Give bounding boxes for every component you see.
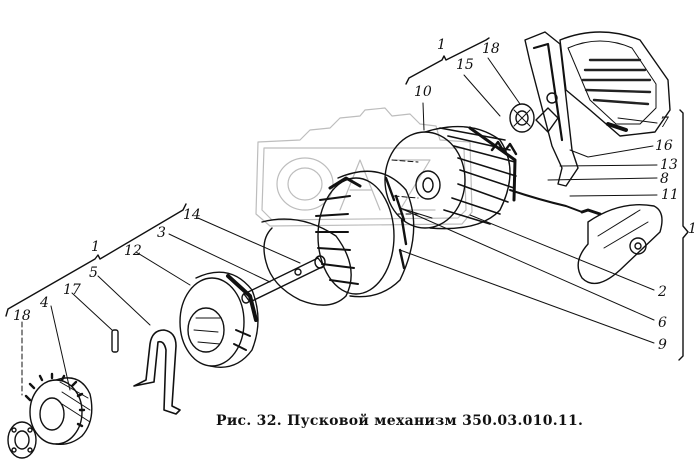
label-18-top: 18 xyxy=(482,41,500,57)
housing-cover-part xyxy=(559,31,671,137)
gear-part xyxy=(24,372,93,446)
label-17: 17 xyxy=(63,282,81,298)
label-5: 5 xyxy=(89,265,98,281)
rope-drum-part xyxy=(384,125,517,230)
label-3: 3 xyxy=(157,225,166,241)
gear-logo-watermark xyxy=(255,107,473,227)
label-18-left: 18 xyxy=(13,308,31,324)
label-group-top: 1 xyxy=(437,37,446,53)
label-9: 9 xyxy=(658,337,667,353)
label-16: 16 xyxy=(655,138,673,154)
bearing-top-part xyxy=(509,103,535,133)
label-6: 6 xyxy=(658,315,667,331)
leader-lines xyxy=(21,57,658,396)
label-12: 12 xyxy=(124,243,142,259)
handle-arm-part xyxy=(524,31,579,187)
clutch-hub-part xyxy=(179,271,259,368)
label-group-right: 1 xyxy=(688,221,697,237)
spring-clip-part xyxy=(133,329,181,415)
label-4: 4 xyxy=(40,295,49,311)
group-bracket-left xyxy=(5,203,187,317)
label-13: 13 xyxy=(660,157,678,173)
label-11: 11 xyxy=(661,187,679,203)
label-10: 10 xyxy=(414,84,432,100)
cord-and-handle-part xyxy=(509,189,663,285)
bearing-left-part xyxy=(7,421,37,459)
label-group-left: 1 xyxy=(91,239,100,255)
label-14: 14 xyxy=(183,207,201,223)
return-spring-part xyxy=(261,218,352,306)
label-7: 7 xyxy=(660,115,669,131)
figure-caption: Рис. 32. Пусковой механизм 350.03.010.11… xyxy=(216,413,584,429)
pin-part xyxy=(111,329,119,353)
group-bracket-right xyxy=(678,109,689,361)
label-15: 15 xyxy=(456,57,474,73)
label-2: 2 xyxy=(658,284,667,300)
group-bracket-top xyxy=(405,37,490,85)
ratchet-ring-part xyxy=(315,170,415,298)
label-8: 8 xyxy=(660,171,669,187)
